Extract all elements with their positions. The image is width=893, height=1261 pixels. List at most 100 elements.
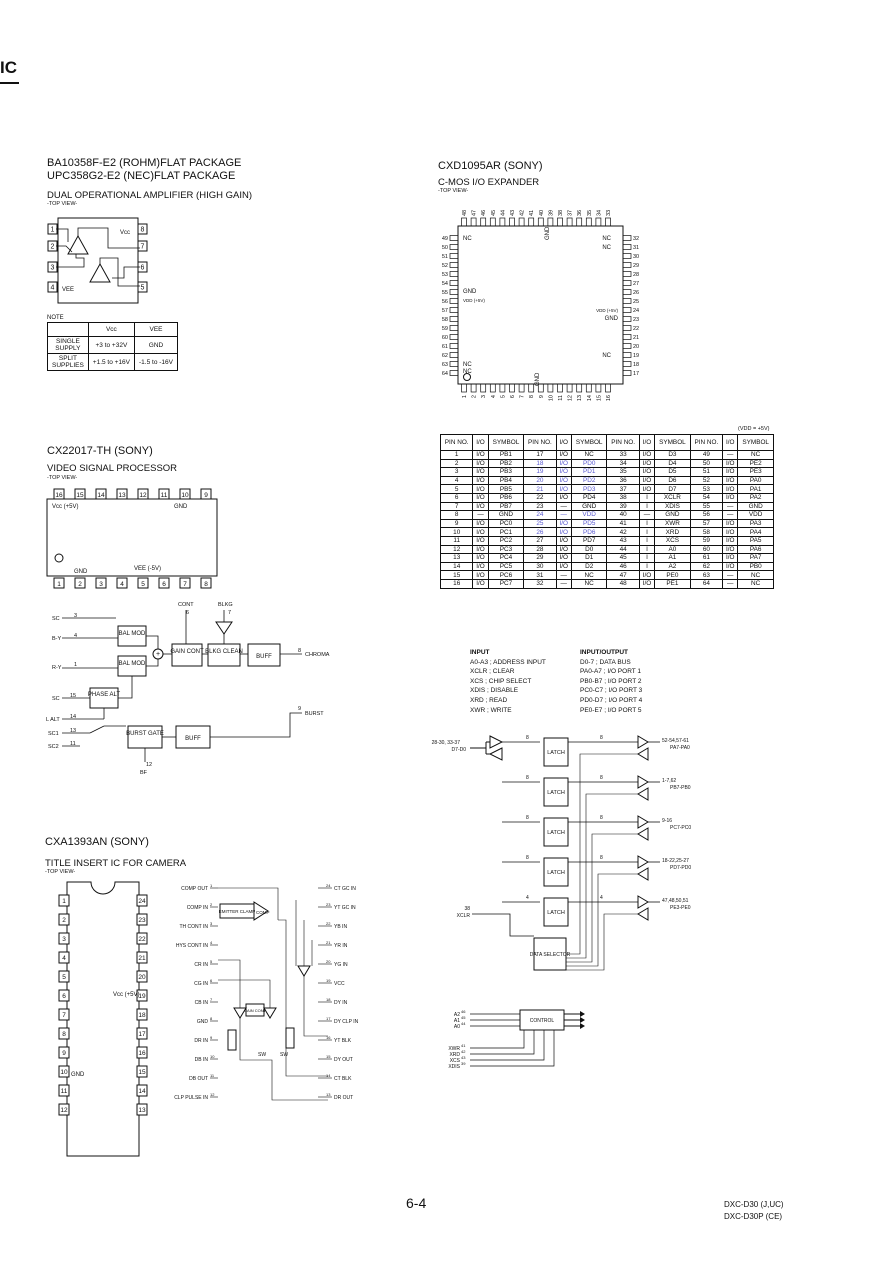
pin-table-cell: PB3	[487, 467, 525, 477]
pin-label: 48	[462, 210, 468, 216]
pin-table-cell: PE1	[654, 578, 691, 589]
ctrl-input-name: XDIS	[448, 1064, 460, 1070]
pin-table-cell: PD1	[570, 467, 608, 477]
pin-table-cell: 32	[523, 578, 557, 589]
cxa1393-gnd-label: GND	[71, 1072, 85, 1078]
pin-label: 40	[539, 210, 545, 216]
blkg-label: BLKG	[218, 602, 233, 608]
pin-label: 17	[633, 371, 639, 377]
note-header-vee: VEE	[134, 322, 178, 337]
pin-table-cell: 34	[606, 458, 640, 469]
pin-table-cell: GND	[570, 501, 608, 512]
pin-table-cell: 52	[689, 475, 724, 486]
bus-width: 8	[600, 735, 603, 741]
signal-label: CR IN	[194, 962, 208, 968]
pin-table-cell: 41	[606, 518, 640, 529]
pin-table-cell: 13	[439, 553, 474, 563]
pin-table-cell: 22	[523, 492, 557, 503]
latch-label: LATCH	[547, 910, 565, 916]
pin-table-cell: I/O	[472, 578, 489, 589]
note-header-blank	[47, 322, 89, 337]
ctrl-input-name: XRD	[449, 1052, 460, 1058]
pin-num: 7	[210, 997, 213, 1002]
pin-table-cell: GND	[654, 510, 691, 520]
cxd1095-io-legend: INPUT/OUTPUT D0-7 ; DATA BUS PA0-A7 ; I/…	[580, 648, 642, 715]
note-cell: -1.5 to -16V	[134, 353, 178, 371]
pin-label: 30	[633, 254, 639, 260]
bal-mod-label: BAL MOD	[119, 631, 146, 637]
pin-table-cell: 6	[439, 492, 474, 503]
pin-table-cell: I/O	[555, 535, 572, 546]
pin-table-cell: I	[638, 544, 656, 555]
pin-label: 24	[633, 308, 639, 314]
pin-num: 7	[228, 610, 231, 616]
data-pins-label: 28-30, 33-37	[432, 740, 461, 746]
cxd1095-input-legend: INPUT A0-A3 ; ADDRESS INPUT XCLR ; CLEAR…	[470, 648, 546, 715]
bus-width: 8	[526, 775, 529, 781]
pin-label: 47	[472, 210, 478, 216]
pin-table-cell: A0	[654, 544, 691, 555]
pin-table-cell: I/O	[722, 553, 739, 563]
note-cell: +1.5 to +16V	[87, 353, 136, 371]
ctrl-input-name: XWR	[448, 1046, 460, 1052]
pin-table-cell: NC	[737, 578, 774, 589]
pin-table-cell: 31	[523, 570, 557, 580]
pin-label: 5	[62, 974, 66, 981]
pin-table-cell: D0	[570, 544, 608, 555]
pin-table-cell: XRD	[654, 527, 691, 537]
pin-label: 16	[138, 1050, 146, 1057]
sc-label: SC	[52, 696, 60, 702]
pin-label: 12	[60, 1107, 68, 1114]
pin-table-cell: I/O	[555, 458, 572, 469]
pin-label: 4	[62, 955, 66, 962]
pin-table-cell: 44	[606, 544, 640, 555]
pin-table-cell: PD0	[570, 458, 608, 469]
cx22017-gnd-label: GND	[74, 569, 88, 575]
pin-label: 37	[568, 210, 574, 216]
pin-num: 23	[326, 902, 331, 907]
pin-num: 14	[326, 1073, 331, 1078]
pin-table-cell: PC5	[487, 561, 525, 572]
pin-num: 6	[186, 610, 189, 616]
pin-table-cell: I/O	[555, 492, 572, 503]
pin-label: 14	[587, 395, 593, 401]
pin-label: 19	[633, 353, 639, 359]
pin-table-header: SYMBOL	[654, 434, 691, 451]
pin-table-cell: 47	[606, 570, 640, 580]
pin-table-cell: VDD	[570, 510, 608, 520]
pin-table-cell: 20	[523, 475, 557, 486]
pin-label: 1	[57, 581, 61, 588]
pin-table-cell: 33	[606, 450, 640, 460]
pin-table-cell: XCS	[654, 535, 691, 546]
io-legend-item: PA0-A7 ; I/O PORT 1	[580, 668, 642, 676]
signal-label: CB IN	[195, 1000, 209, 1006]
ba10358-title-2: UPC358G2-E2 (NEC)FLAT PACKAGE	[47, 170, 236, 182]
pin-table-cell: GND	[737, 501, 774, 512]
pin-table-cell: NC	[737, 570, 774, 580]
pin-num: 5	[210, 959, 213, 964]
io-legend-item: PC0-C7 ; I/O PORT 3	[580, 687, 643, 695]
pin-table-cell: 3	[439, 467, 474, 477]
pin-table-cell: PC2	[487, 535, 525, 546]
pin-table-cell: PB7	[487, 501, 525, 512]
port-pins: 1-7,62	[662, 778, 676, 784]
pin-table-cell: PE2	[737, 458, 774, 469]
pin-table-cell: D2	[570, 561, 608, 572]
ba10358-desc: DUAL OPERATIONAL AMPLIFIER (HIGH GAIN)	[47, 190, 252, 201]
pin-label: 2	[62, 917, 66, 924]
pin-label: 6	[510, 395, 516, 398]
ctrl-input-name: A1	[454, 1018, 460, 1024]
pin-label: 35	[587, 210, 593, 216]
page-heading: IC	[0, 58, 17, 77]
pin-num: 8	[210, 1016, 213, 1021]
pin-num: 18	[326, 997, 331, 1002]
pin-label: 9	[204, 492, 208, 499]
pin-table-cell: —	[555, 510, 572, 520]
bus-width: 8	[526, 735, 529, 741]
cx22017-vee-label: VEE (-5V)	[134, 566, 161, 572]
